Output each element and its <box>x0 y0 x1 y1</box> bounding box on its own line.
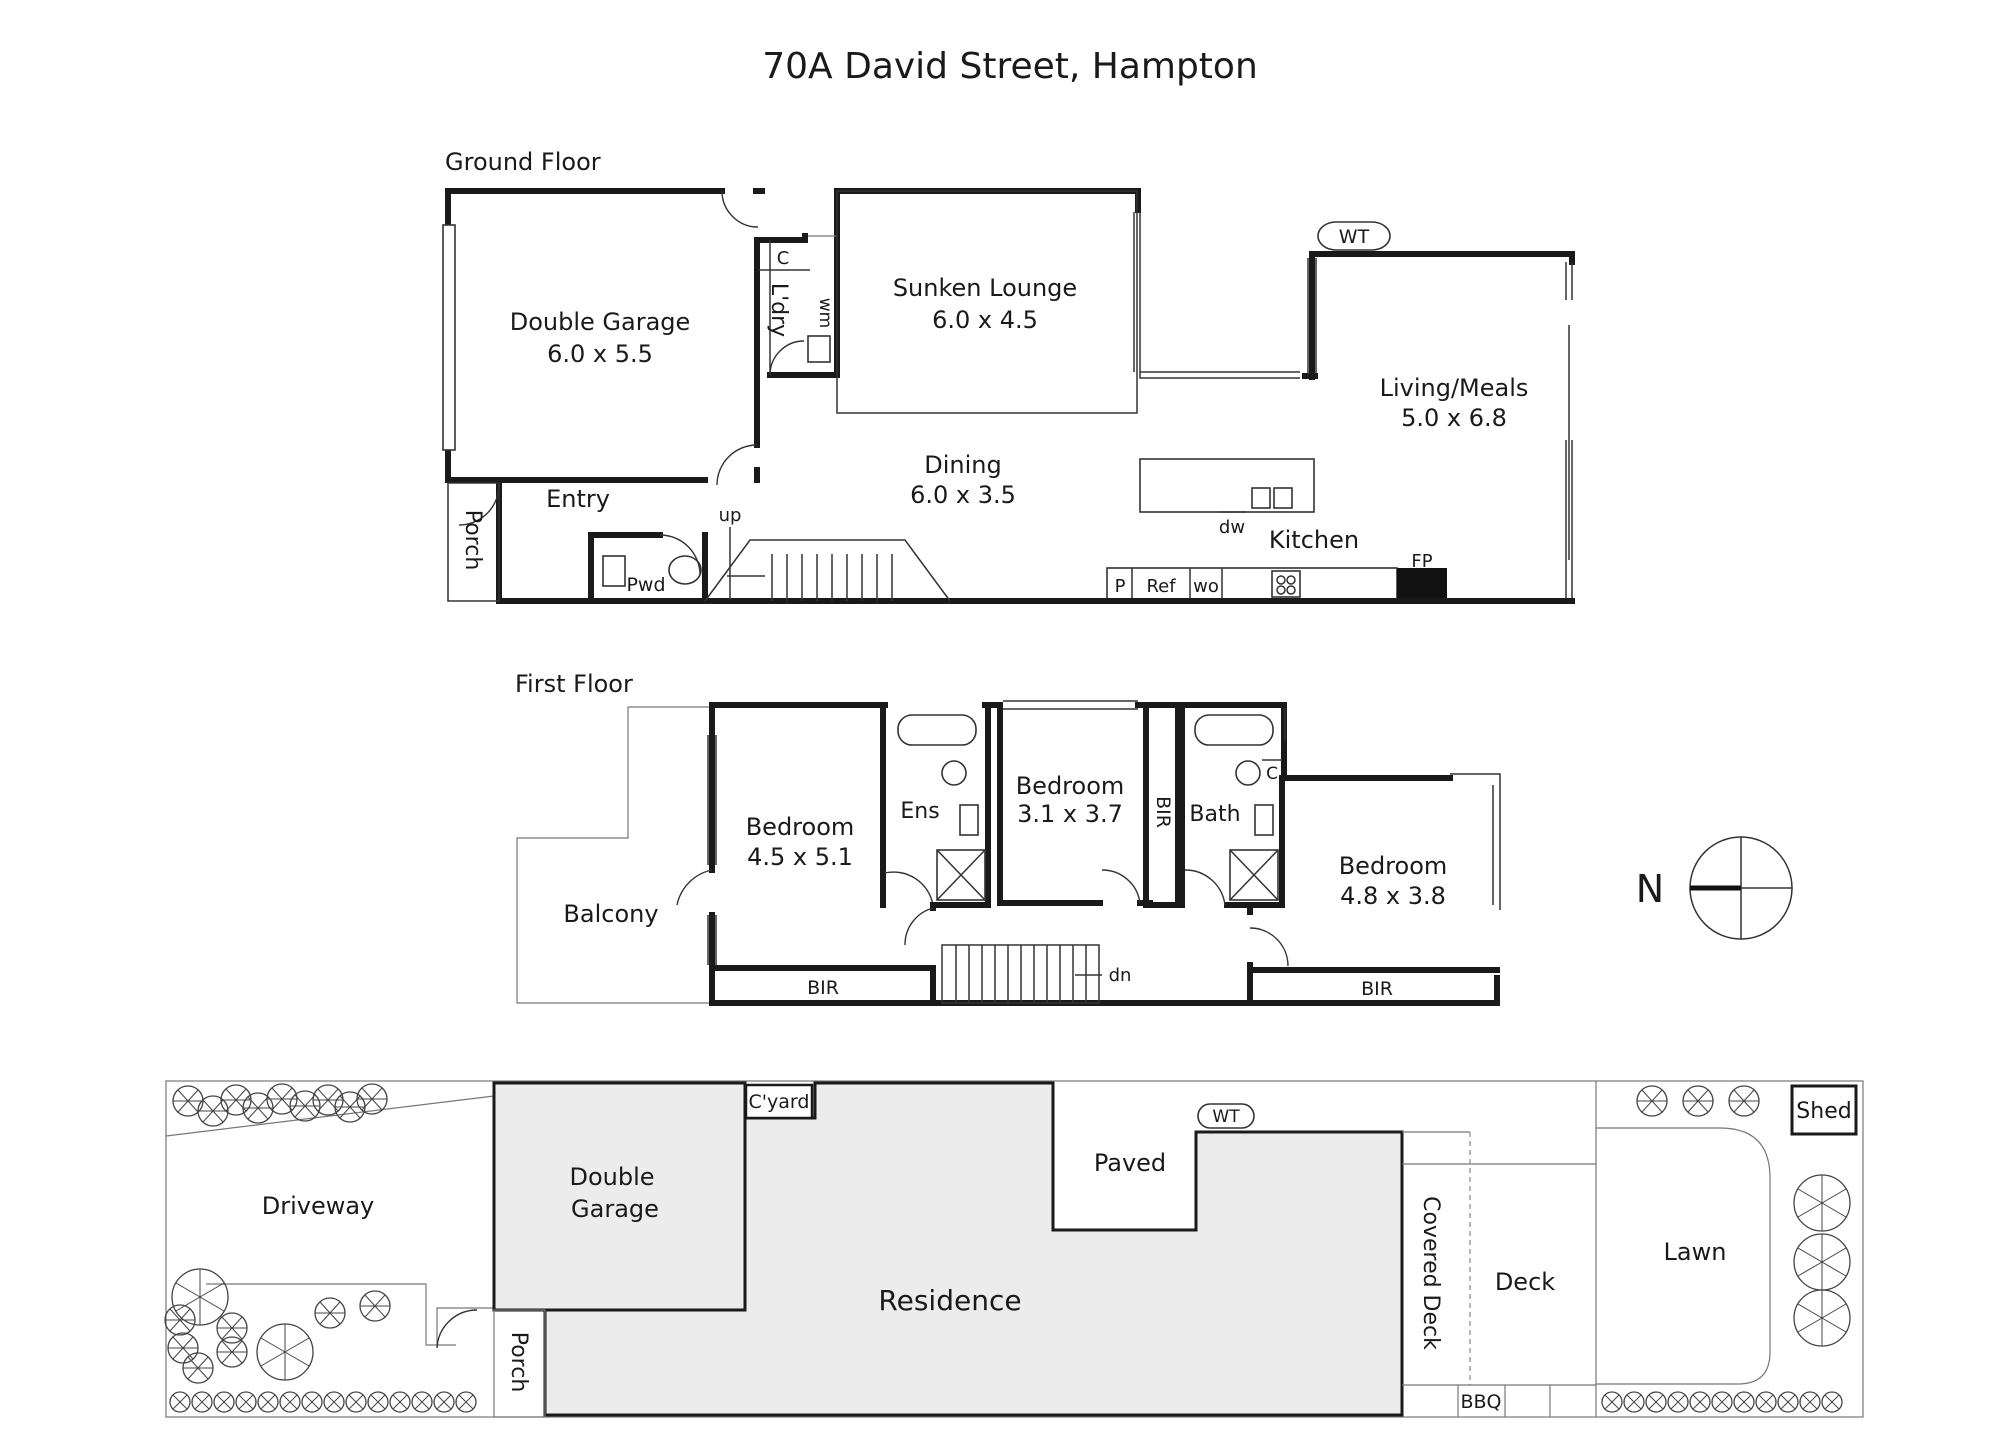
laundry-cupboard-label: C <box>777 248 790 269</box>
site-paved-label: Paved <box>1094 1149 1166 1177</box>
balcony-outline <box>516 706 712 1004</box>
site-shed <box>1790 1084 1858 1136</box>
compass-north-label: N <box>1636 867 1664 911</box>
powder-room-label: Pwd <box>626 574 665 596</box>
stairs-up-label: up <box>719 505 742 526</box>
wall-oven-label: wo <box>1193 576 1219 597</box>
first-stairs <box>904 902 1253 1004</box>
site-deck-label: Deck <box>1495 1268 1555 1296</box>
bedroom-1-dim: 4.5 x 5.1 <box>747 843 853 871</box>
first-floor-walls <box>707 700 1501 1006</box>
ensuite-label: Ens <box>900 799 939 824</box>
garage-dim: 6.0 x 5.5 <box>547 340 653 368</box>
site-bbq-label: BBQ <box>1460 1391 1501 1413</box>
living-meals-name: Living/Meals <box>1380 374 1529 402</box>
dishwasher-label: dw <box>1219 517 1245 538</box>
ground-floor-plan: Ground Floor C L'dry wm <box>442 148 1575 604</box>
site-covered-deck-label: Covered Deck <box>1418 1196 1443 1350</box>
site-courtyard-label: C'yard <box>749 1091 810 1113</box>
bedroom-2-dim: 3.1 x 3.7 <box>1017 800 1123 828</box>
bedroom-1-name: Bedroom <box>746 813 855 841</box>
compass <box>1689 836 1793 940</box>
bedroom-3-dim: 4.8 x 3.8 <box>1340 882 1446 910</box>
porch-label: Porch <box>460 510 485 571</box>
fireplace-label: FP <box>1411 551 1432 572</box>
kitchen-bench <box>1106 567 1447 602</box>
bedroom-3-name: Bedroom <box>1339 852 1448 880</box>
balcony-door <box>676 869 713 906</box>
site-shed-label: Shed <box>1796 1099 1851 1124</box>
site-driveway-label: Driveway <box>262 1192 375 1220</box>
entry-label: Entry <box>546 485 610 513</box>
site-lawn-outline <box>1596 1127 1771 1385</box>
laundry-label: L'dry <box>766 283 791 337</box>
ground-floor-heading: Ground Floor <box>445 148 601 176</box>
bedroom-3-bir <box>1247 927 1500 1006</box>
water-tank-ground <box>1317 221 1391 251</box>
bath-cupboard-label: C <box>1266 764 1278 784</box>
living-meals-walls <box>1307 251 1575 598</box>
bathroom <box>1179 702 1285 908</box>
sunken-lounge-name: Sunken Lounge <box>893 274 1077 302</box>
dining-name: Dining <box>924 451 1001 479</box>
garage-entry-door <box>716 444 758 486</box>
water-tank-label: WT <box>1339 226 1370 248</box>
bath-label: Bath <box>1189 802 1240 827</box>
stairs-down-label: dn <box>1109 965 1132 986</box>
washing-machine-label: wm <box>815 298 835 328</box>
bedroom-2-bir-label: BIR <box>1152 796 1174 828</box>
site-lawn-label: Lawn <box>1664 1238 1727 1266</box>
garage-walls <box>442 188 765 483</box>
dining-dim: 6.0 x 3.5 <box>910 481 1016 509</box>
site-garage-line2: Garage <box>571 1195 659 1223</box>
site-garage-line1: Double <box>569 1163 654 1191</box>
site-boundary <box>165 1080 1864 1418</box>
fridge-label: Ref <box>1146 576 1176 597</box>
first-floor-heading: First Floor <box>515 670 633 698</box>
ensuite <box>880 702 991 908</box>
ground-stairs <box>704 527 951 602</box>
bedroom-2-walls <box>997 702 1181 908</box>
first-floor-plan: First Floor Balcony Bedroom 4.5 x 5.1 <box>515 670 1501 1006</box>
balcony-label: Balcony <box>563 900 658 928</box>
garage-name: Double Garage <box>510 308 691 336</box>
site-water-tank-label: WT <box>1212 1107 1240 1127</box>
bedroom-3-bir-label: BIR <box>1361 978 1393 1000</box>
bedroom-1-bir <box>709 965 936 1006</box>
living-meals-dim: 5.0 x 6.8 <box>1401 404 1507 432</box>
site-garage <box>492 1081 747 1312</box>
plan-title: 70A David Street, Hampton <box>762 46 1258 87</box>
bedroom-2-name: Bedroom <box>1016 772 1125 800</box>
kitchen-island <box>1139 458 1315 513</box>
powder-room <box>588 532 708 604</box>
bedroom-1-bir-label: BIR <box>807 977 839 999</box>
kitchen-label: Kitchen <box>1269 526 1359 554</box>
site-plan: Driveway Double Garage C'yard Paved Resi… <box>164 1080 1864 1418</box>
garage-door-swing <box>721 190 759 228</box>
site-residence-label: Residence <box>878 1284 1021 1317</box>
site-porch-label: Porch <box>506 1332 531 1393</box>
sunken-lounge-dim: 6.0 x 4.5 <box>932 306 1038 334</box>
sunken-lounge-walls <box>834 188 1318 414</box>
ground-south-walls <box>447 480 1575 604</box>
pantry-label: P <box>1115 576 1126 597</box>
